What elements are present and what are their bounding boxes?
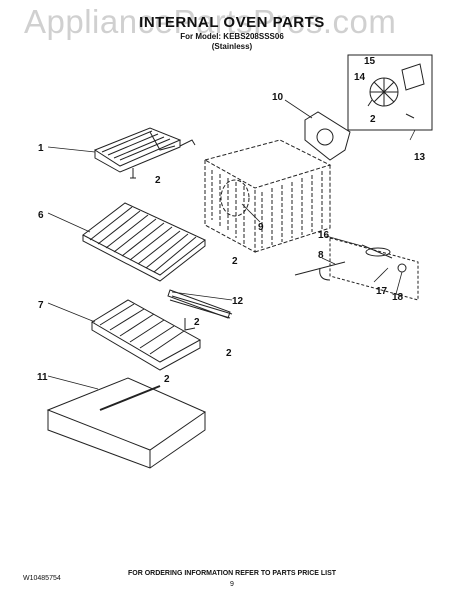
broil-element [93,127,196,179]
callout-2c: 2 [226,348,232,359]
callout-10: 10 [272,92,284,103]
sensor-group-box [329,237,419,301]
bottom-tray [46,377,207,469]
page-number: 9 [230,581,234,588]
document-number: W10485754 [23,575,61,582]
finish-line: (Stainless) [211,42,253,51]
oven-cavity [203,139,332,253]
callout-12: 12 [232,296,244,307]
leader-lines [47,99,416,390]
callout-16: 16 [318,230,330,241]
callout-18: 18 [392,292,404,303]
callout-14: 14 [354,72,366,83]
callout-15: 15 [364,56,376,67]
callout-6: 6 [38,210,44,221]
callout-2d: 2 [164,374,170,385]
model-subtitle: For Model: KEBS208SSS06 (Stainless) [0,32,464,52]
callout-7: 7 [38,300,44,311]
callout-2f: 2 [370,114,376,125]
fan-gasket [304,111,351,161]
page-title: INTERNAL OVEN PARTS [139,14,325,31]
bake-element [91,295,233,371]
oven-rack [82,202,206,282]
callout-2b: 2 [194,317,200,328]
model-line: For Model: KEBS208SSS06 [180,32,284,41]
callout-2e: 2 [232,256,238,267]
meat-probe [294,261,346,281]
convection-fan-assembly-box [347,54,433,131]
callout-9: 9 [258,222,264,233]
callout-13: 13 [414,152,426,163]
callout-11: 11 [37,372,48,383]
callout-8: 8 [318,250,324,261]
callout-2a: 2 [155,175,161,186]
ordering-note: FOR ORDERING INFORMATION REFER TO PARTS … [127,570,337,577]
callout-17: 17 [376,286,388,297]
bracket [167,289,231,319]
oven-temp-sensor [361,244,407,273]
callout-labels: 1 2 6 7 2 12 2 11 2 2 9 10 15 14 2 13 16… [37,56,426,385]
convection-fan [367,63,425,119]
callout-1: 1 [38,143,44,154]
